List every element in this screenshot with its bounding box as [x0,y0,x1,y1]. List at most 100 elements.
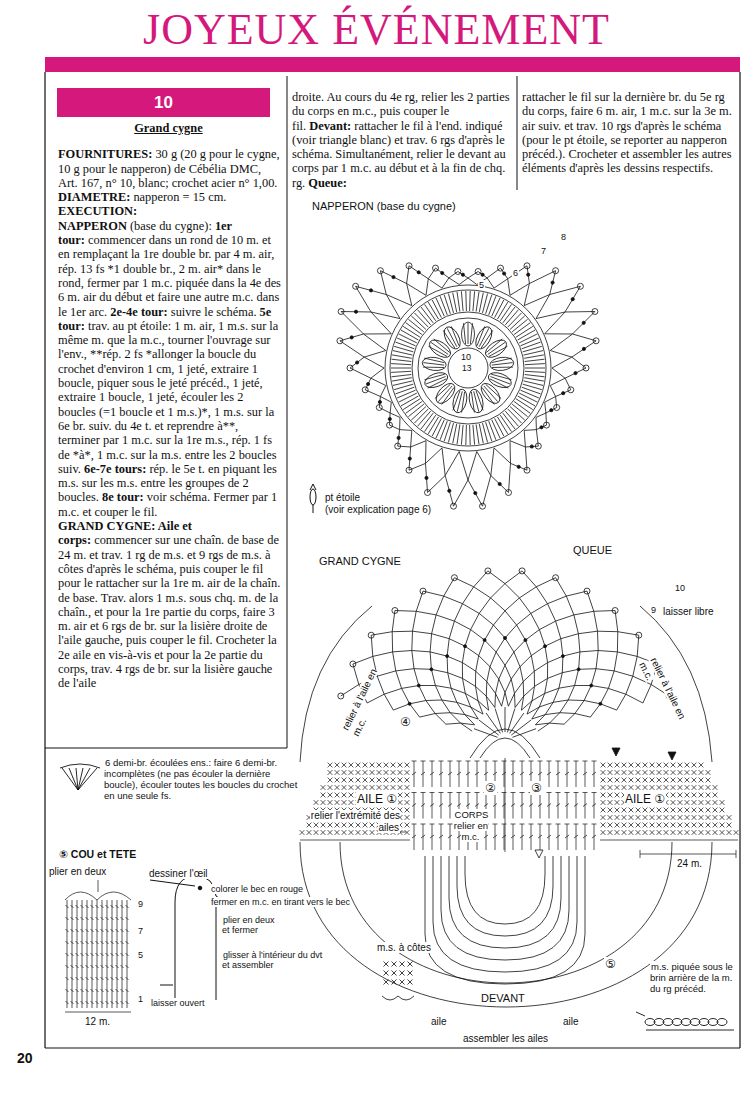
single-crochet-mark [734,830,739,835]
chain-arc [490,667,499,679]
label-holder: 12 m. [84,1016,111,1028]
chain-arc [548,673,563,679]
single-crochet-mark [328,770,333,775]
single-crochet-mark [335,793,340,798]
picot [475,269,481,275]
tail-chart [300,568,712,762]
single-crochet-mark [335,770,340,775]
single-crochet-mark [636,763,641,768]
double-crochet-mark [529,804,533,807]
instruction-text: commencer sur une chaîn. de base de 24 m… [58,533,280,690]
neck-stitch [101,905,104,908]
single-crochet-mark [328,793,333,798]
paragraph: GRAND CYGNE: Aile et corps:commencer sur… [58,519,282,691]
single-crochet-mark [601,770,606,775]
chain-arc [430,652,447,656]
single-crochet-mark [392,971,397,976]
double-crochet-mark [457,761,462,762]
single-crochet-mark [601,785,606,790]
paragraph: Grand cygne [58,121,282,135]
neck-stitch [121,917,124,920]
treble-mark [495,709,503,733]
chain-arc [539,630,545,647]
chain-arc [487,278,494,288]
chain-arc [505,584,519,598]
label-holder: 6 [512,268,519,278]
neck-stitch [86,965,89,968]
single-crochet-mark [400,971,405,976]
row-number: 7 [540,246,547,256]
star-loop [378,400,381,403]
heading-word: DIAMETRE: [58,190,130,204]
front-row [465,856,545,924]
double-crochet-mark [511,761,516,762]
single-crochet-mark [643,830,648,835]
single-crochet-mark [692,800,697,805]
single-crochet-mark [608,770,613,775]
chain-arc [428,279,442,288]
heading-word: 8e tour: [102,490,144,504]
double-crochet-mark [491,374,511,380]
chart-note: glisser à l'intérieur du dvt et assemble… [222,950,322,970]
star-stitch [573,312,595,335]
chain-arc [517,625,526,640]
single-crochet-mark [356,785,361,790]
subtitle: Grand cygne [134,121,203,135]
single-crochet-mark [664,770,669,775]
treble-mark [440,421,447,440]
chain-arc [548,596,567,604]
treble-mark [525,371,545,372]
single-crochet-mark [328,830,333,835]
label-holder: aile [430,1016,448,1028]
round-line [412,312,524,424]
chain-arc [519,598,530,614]
chain-arc [454,621,470,630]
star-stitch [572,357,586,368]
treble-mark [513,729,537,738]
chain-arc [476,656,479,672]
single-crochet-mark [370,778,375,783]
single-crochet-mark [349,793,354,798]
single-crochet-mark [349,823,354,828]
single-crochet-mark [608,800,613,805]
single-crochet-mark [405,763,410,768]
chain-arc [584,686,591,701]
chart-note: plier en deux et fermer [222,915,275,935]
treble-mark [444,422,450,441]
petal [462,322,475,346]
star-stitch [525,446,538,448]
single-crochet-mark [342,785,347,790]
single-crochet-mark [671,770,676,775]
treble-mark [476,292,479,312]
arch [470,729,540,758]
chain-arc [520,656,531,667]
treble-mark [524,381,544,386]
tip [310,484,316,490]
single-crochet-mark [636,830,641,835]
label-holder: DEVANT [480,992,526,1005]
single-crochet-mark [720,815,725,820]
double-crochet-mark [439,792,444,793]
single-crochet-mark [657,815,662,820]
single-crochet-mark [685,815,690,820]
neck-chart [65,880,131,1012]
single-crochet-mark [608,793,613,798]
treble-mark [401,330,418,340]
single-crochet-mark [685,830,690,835]
single-crochet-mark [636,770,641,775]
chain-arc [597,631,599,650]
chain-arc [471,613,480,629]
single-crochet-mark [692,763,697,768]
chain-arc [435,686,441,701]
neck-stitch [67,900,68,1008]
single-crochet-mark [384,778,389,783]
single-crochet-mark [643,823,648,828]
picot [524,467,530,473]
double-crochet-mark [471,392,474,413]
treble-mark [521,390,539,398]
chain-arc [564,714,575,725]
treble-mark [524,351,544,356]
neck-stitch [111,989,114,992]
single-crochet-mark [615,808,620,813]
label-holder: relier à l'aile en m.c. [339,665,390,738]
